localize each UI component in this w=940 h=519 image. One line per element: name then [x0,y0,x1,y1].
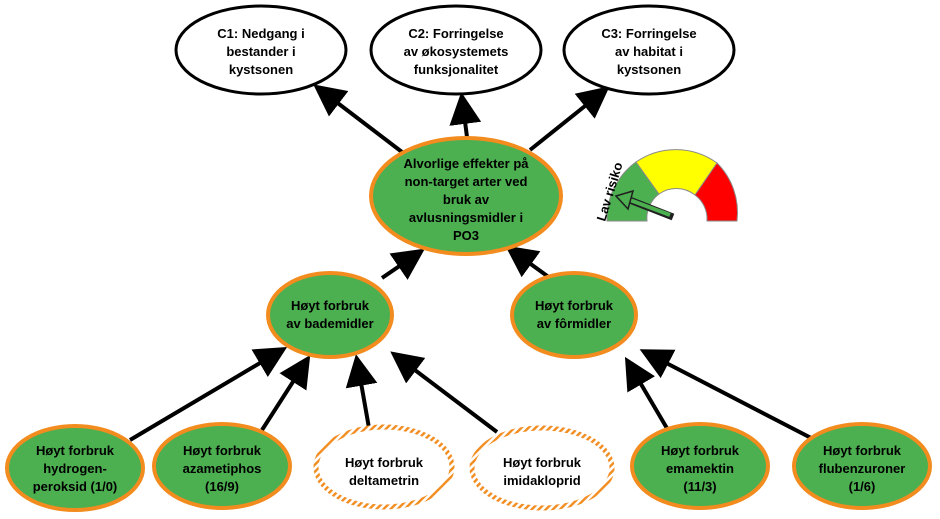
azametiphos-line-1: Høyt forbruk [183,443,262,458]
c1-line-1: C1: Nedgang i [217,26,304,41]
for-line-2: av fôrmidler [537,316,611,331]
imidakloprid-line-2: imidakloprid [503,473,580,488]
c2-line-1: C2: Forringelse [408,26,503,41]
c1-line-3: kystsonen [229,62,293,77]
gauge-needle-head [614,189,635,211]
azametiphos-line-2: azametiphos [183,461,262,476]
main-effect-line-2: non-target arter ved [405,174,528,189]
arrows-group [128,84,816,442]
c2-line-3: funksjonalitet [414,62,499,77]
hydrogen-line-3: peroksid (1/0) [33,479,118,494]
main-effect-line-4: avlusningsmidler i [409,210,523,225]
arrow-imidakloprid-to-bade [390,351,499,434]
consequence-node-c2: C2: Forringelse av økosystemets funksjon… [369,4,543,96]
arrow-flubenzuroner-to-for [639,349,816,442]
c3-line-3: kystsonen [617,62,681,77]
category-node-bademidler: Høyt forbruk av bademidler [266,271,394,359]
substance-node-azametiphos: Høyt forbruk azametiphos (16/9) [152,422,292,510]
arrow-emamektin-to-for [624,356,670,432]
arrow-hydrogen-to-bade [128,346,288,442]
c3-line-1: C3: Forringelse [601,26,696,41]
emamektin-line-1: Høyt forbruk [661,443,740,458]
substance-node-emamektin: Høyt forbruk emamektin (11/3) [630,422,770,510]
flubenzuroner-line-1: Høyt forbruk [823,443,902,458]
main-effect-line-5: PO3 [453,228,479,243]
deltametrin-line-2: deltametrin [349,473,419,488]
arrow-azametiphos-to-bade [260,354,311,432]
consequence-node-c1: C1: Nedgang i bestander i kystsonen [174,4,348,96]
c1-line-2: bestander i [226,44,295,59]
emamektin-line-2: emamektin [666,461,734,476]
risk-gauge: Lav risiko [594,149,738,223]
category-node-formidler: Høyt forbruk av fôrmidler [510,271,638,359]
gauge-segment-high [694,162,738,222]
azametiphos-line-3: (16/9) [205,479,239,494]
flubenzuroner-line-3: (1/6) [849,479,876,494]
c2-line-2: av økosystemets [404,44,509,59]
arrow-main-to-c2 [449,92,482,138]
hydrogen-line-2: hydrogen- [43,461,107,476]
bade-line-2: av bademidler [286,316,373,331]
emamektin-line-3: (11/3) [683,479,716,494]
arrow-main-to-c1 [313,84,404,154]
c3-line-2: av habitat i [615,44,683,59]
substance-node-flubenzuroner: Høyt forbruk flubenzuroner (1/6) [792,422,932,510]
for-line-1: Høyt forbruk [535,298,614,313]
arrow-bade-to-main [380,248,425,280]
substance-node-imidakloprid: Høyt forbruk imidakloprid [469,425,615,511]
arrow-main-to-c3 [528,86,610,152]
gauge-needle-fill [629,198,671,217]
consequence-node-c3: C3: Forringelse av habitat i kystsonen [562,4,736,96]
arrow-deltametrin-to-bade [345,354,378,429]
deltametrin-line-1: Høyt forbruk [345,455,424,470]
bade-line-1: Høyt forbruk [291,298,370,313]
hydrogen-line-1: Høyt forbruk [36,443,115,458]
substance-node-hydrogenperoksid: Høyt forbruk hydrogen- peroksid (1/0) [5,424,145,512]
substance-node-deltametrin: Høyt forbruk deltametrin [313,424,455,510]
main-effect-node: Alvorlige effekter på non-target arter v… [369,136,563,256]
flubenzuroner-line-2: flubenzuroner [819,461,906,476]
imidakloprid-line-1: Høyt forbruk [503,455,582,470]
main-effect-line-1: Alvorlige effekter på [404,156,530,171]
main-effect-line-3: bruk av [443,192,490,207]
arrow-for-to-main [505,245,552,280]
